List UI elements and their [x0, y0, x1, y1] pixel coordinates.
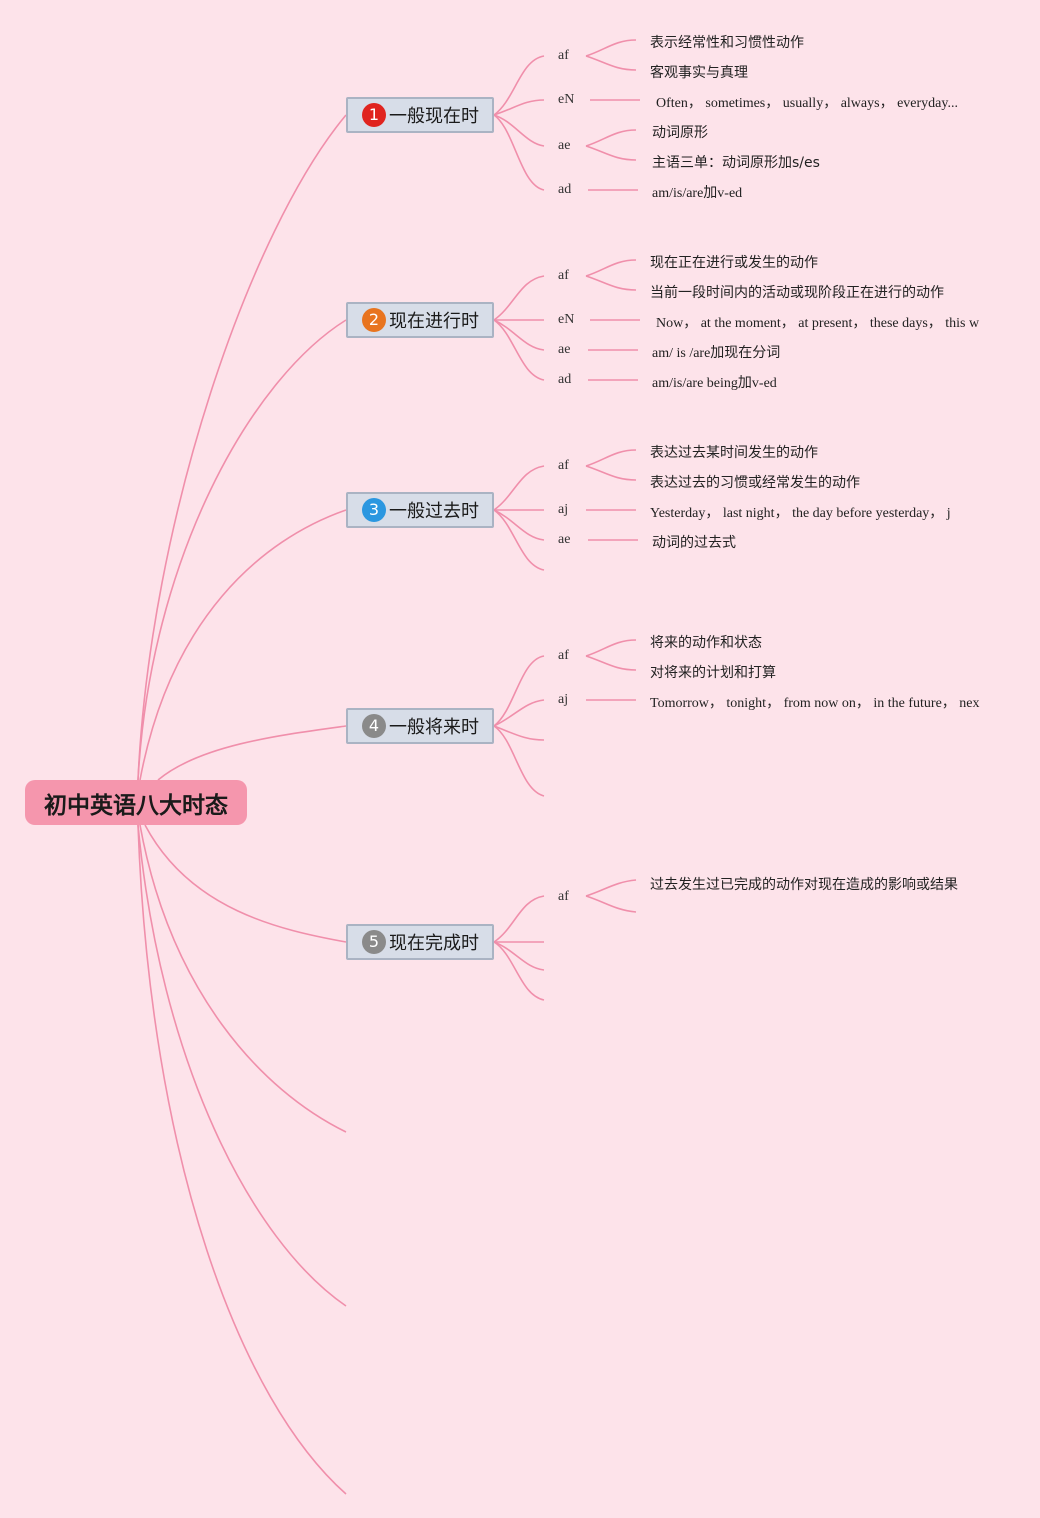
topic-present-continuous[interactable]: 2 现在进行时	[346, 302, 494, 338]
leaf-item: 表达过去的习惯或经常发生的动作	[650, 475, 860, 491]
leaf-item: 客观事实与真理	[650, 65, 748, 81]
leaf-item: 动词原形	[652, 125, 708, 141]
root-topic[interactable]: 初中英语八大时态	[25, 780, 247, 825]
branch-label: ad	[558, 372, 572, 387]
topic-title: 一般过去时	[389, 501, 479, 522]
leaf-item: 表达过去某时间发生的动作	[650, 445, 818, 461]
leaf-item: Now， at the moment， at present， these da…	[656, 316, 980, 331]
topic-present-simple[interactable]: 1 一般现在时	[346, 97, 494, 133]
branch-label: af	[558, 648, 569, 663]
topic-past-simple[interactable]: 3 一般过去时	[346, 492, 494, 528]
leaf-item: 对将来的计划和打算	[650, 665, 776, 681]
leaf-item: am/ is /are加现在分词	[652, 346, 781, 361]
branch-label: eN	[558, 312, 575, 327]
leaf-item: 动词的过去式	[652, 535, 736, 551]
branch-label: aj	[558, 502, 569, 517]
leaf-item: 现在正在进行或发生的动作	[650, 255, 818, 271]
leaf-item: am/is/are加v-ed	[652, 186, 743, 201]
branch-label: af	[558, 268, 569, 283]
leaf-item: Tomorrow， tonight， from now on， in the f…	[650, 696, 980, 711]
branch-label: ae	[558, 532, 571, 547]
topic-future-simple[interactable]: 4 一般将来时	[346, 708, 494, 744]
topic-title: 现在进行时	[389, 311, 479, 332]
leaf-item: 表示经常性和习惯性动作	[650, 35, 804, 51]
topic-title: 现在完成时	[389, 933, 479, 954]
branch-label: af	[558, 48, 569, 63]
number-badge-icon: 1	[362, 103, 386, 127]
topic-present-perfect[interactable]: 5 现在完成时	[346, 924, 494, 960]
branch-label: ad	[558, 182, 572, 197]
topic-title: 一般现在时	[389, 106, 479, 127]
root-title: 初中英语八大时态	[44, 792, 228, 819]
leaf-item: 主语三单：动词原形加s/es	[652, 155, 820, 171]
leaf-item: Often， sometimes， usually， always， every…	[656, 96, 958, 111]
branch-label: aj	[558, 692, 569, 707]
topic-title: 一般将来时	[389, 717, 479, 738]
branch-label: ae	[558, 342, 571, 357]
number-badge-icon: 4	[362, 714, 386, 738]
leaf-item: am/is/are being加v-ed	[652, 376, 777, 391]
leaf-item: Yesterday， last night， the day before ye…	[650, 506, 951, 521]
branch-label: af	[558, 889, 569, 904]
leaf-item: 过去发生过已完成的动作对现在造成的影响或结果	[650, 877, 958, 893]
number-badge-icon: 3	[362, 498, 386, 522]
branch-label: ae	[558, 138, 571, 153]
number-badge-icon: 2	[362, 308, 386, 332]
leaf-item: 将来的动作和状态	[650, 635, 762, 651]
branch-label: eN	[558, 92, 575, 107]
leaf-item: 当前一段时间内的活动或现阶段正在进行的动作	[650, 285, 944, 301]
number-badge-icon: 5	[362, 930, 386, 954]
branch-label: af	[558, 458, 569, 473]
